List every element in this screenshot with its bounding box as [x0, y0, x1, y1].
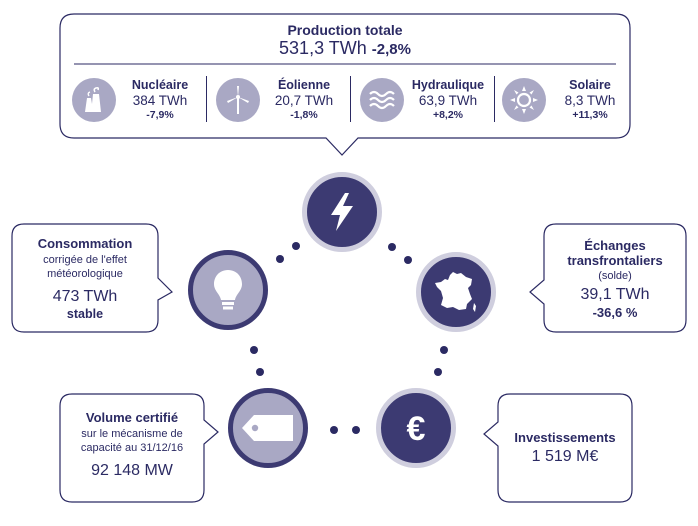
source-value: 384 TWh [132, 93, 188, 108]
volume-circle [228, 388, 308, 468]
volume-subtitle: capacité au 31/12/16 [80, 442, 184, 454]
investissements-circle: € [376, 388, 456, 468]
source-eolienne: Éolienne 20,7 TWh -1,8% [216, 76, 346, 124]
lightning-bolt-icon [331, 193, 353, 231]
svg-text:€: € [407, 410, 426, 446]
production-total: 531,3 TWh -2,8% [60, 38, 630, 59]
source-change: -7,9% [146, 109, 174, 121]
connector-dot [250, 346, 258, 354]
connector-dot [292, 242, 300, 250]
source-change: +8,2% [432, 109, 464, 121]
source-change: +11,3% [572, 109, 608, 121]
echanges-value: 39,1 TWh [580, 286, 650, 303]
consommation-title: Consommation [37, 236, 133, 251]
source-value: 8,3 TWh [564, 93, 616, 108]
production-circle [302, 172, 382, 252]
investissements-bubble [483, 393, 633, 503]
euro-icon: € [407, 410, 426, 446]
investissements-title: Investissements [514, 430, 616, 445]
source-label: Nucléaire [131, 78, 189, 92]
nuclear-plant-icon [72, 78, 116, 122]
source-hydraulique: Hydraulique 63,9 TWh +8,2% [360, 76, 490, 124]
connector-dot [404, 256, 412, 264]
light-bulb-icon [214, 270, 242, 310]
source-divider [206, 76, 207, 122]
connector-dot [276, 255, 284, 263]
consommation-value: 473 TWh [52, 288, 118, 305]
source-divider [494, 76, 495, 122]
volume-value: 92 148 MW [91, 462, 173, 479]
connector-dot [330, 426, 338, 434]
production-value: 531,3 TWh [279, 38, 367, 58]
connector-dot [352, 426, 360, 434]
connector-dot [440, 346, 448, 354]
investissements-value: 1 519 M€ [531, 448, 599, 465]
sun-icon [502, 78, 546, 122]
echanges-title: transfrontaliers [567, 253, 663, 268]
volume-subtitle: sur le mécanisme de [81, 428, 183, 440]
connector-dot [434, 368, 442, 376]
echanges-bubble [529, 223, 687, 333]
france-map-icon [435, 272, 476, 312]
consommation-subtitle: météorologique [47, 268, 123, 280]
production-title: Production totale [287, 22, 403, 38]
connector-dot [256, 368, 264, 376]
consommation-circle [188, 250, 268, 330]
production-bubble [59, 13, 631, 156]
volume-bubble [59, 393, 219, 503]
price-tag-icon [242, 415, 293, 441]
consommation-bubble [11, 223, 173, 333]
source-label: Éolienne [277, 78, 331, 92]
consommation-change: stable [66, 307, 104, 321]
connector-dot [388, 243, 396, 251]
consommation-subtitle: corrigée de l'effet [43, 254, 127, 266]
echanges-subtitle: (solde) [598, 270, 632, 282]
source-change: -1,8% [290, 109, 318, 121]
source-label: Solaire [569, 78, 611, 92]
source-label: Hydraulique [411, 78, 485, 92]
source-divider [350, 76, 351, 122]
source-value: 63,9 TWh [418, 93, 478, 108]
source-nucleaire: Nucléaire 384 TWh -7,9% [72, 76, 202, 124]
echanges-change: -36,6 % [592, 305, 638, 320]
echanges-title: Échanges [584, 238, 646, 253]
production-change: -2,8% [371, 41, 411, 58]
wind-turbine-icon [216, 78, 260, 122]
echanges-circle [416, 252, 496, 332]
water-waves-icon [360, 78, 404, 122]
source-value: 20,7 TWh [274, 93, 334, 108]
source-solaire: Solaire 8,3 TWh +11,3% [502, 76, 628, 124]
volume-title: Volume certifié [85, 410, 179, 425]
